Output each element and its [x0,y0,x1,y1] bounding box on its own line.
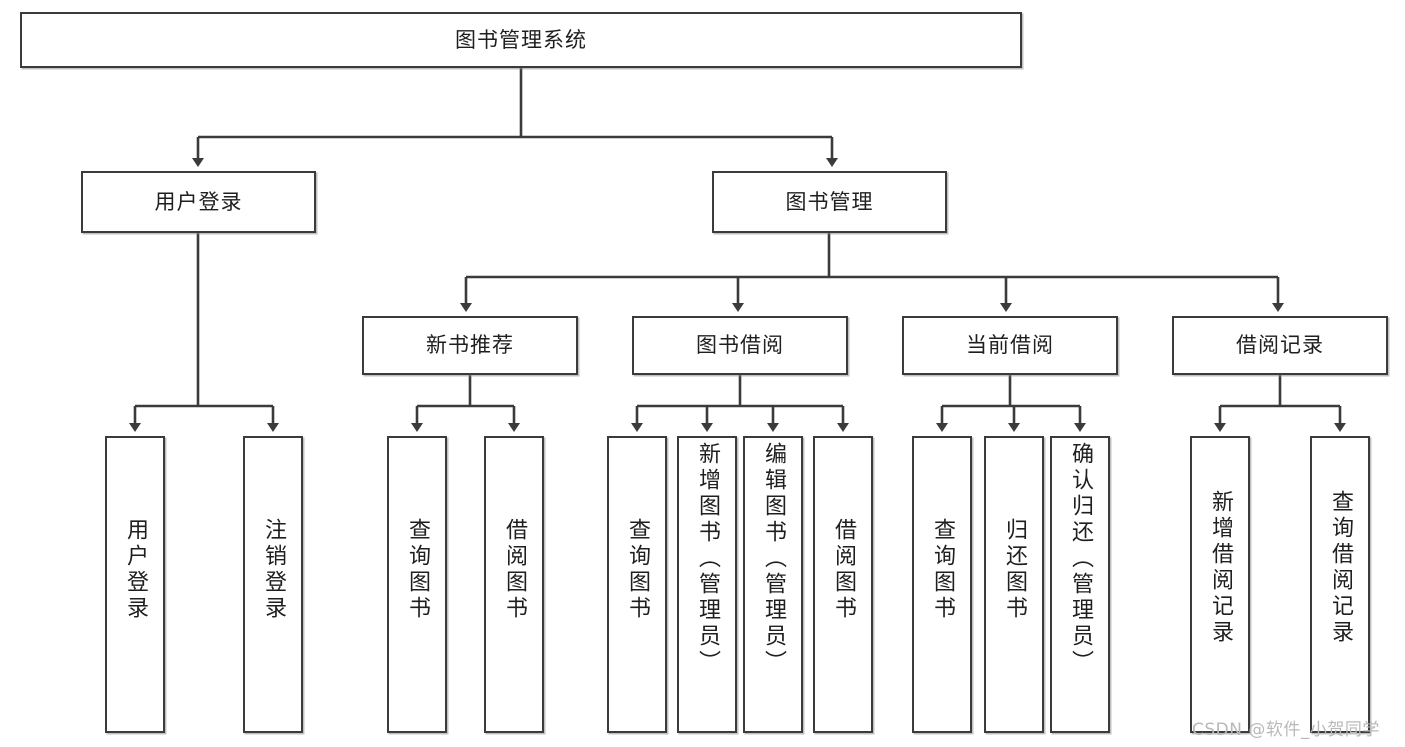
node-leaf-query-borrow-record[interactable]: 查询借阅记录 [1310,436,1370,733]
node-label: 用户登录 [123,518,148,622]
node-leaf-return-book[interactable]: 归还图书 [984,436,1044,733]
node-current-borrow[interactable]: 当前借阅 [902,316,1118,375]
node-label: 归还图书 [1002,518,1027,622]
node-label: 借阅记录 [1236,333,1324,358]
node-user-login[interactable]: 用户登录 [81,171,316,233]
node-leaf-user-login[interactable]: 用户登录 [105,436,165,733]
node-leaf-add-book-admin[interactable]: 新增图书（管理员） [677,436,737,733]
node-book-manage[interactable]: 图书管理 [712,171,947,233]
csdn-watermark: CSDN @软件_小贺同学 [1192,720,1380,740]
node-new-book-recommend[interactable]: 新书推荐 [362,316,578,375]
node-label: 用户登录 [154,189,243,214]
node-label: 查询图书 [405,518,430,622]
node-book-borrow[interactable]: 图书借阅 [632,316,848,375]
node-leaf-borrow-book-1[interactable]: 借阅图书 [484,436,544,733]
node-leaf-edit-book-admin[interactable]: 编辑图书（管理员） [743,436,803,733]
node-leaf-borrow-book-2[interactable]: 借阅图书 [813,436,873,733]
node-leaf-add-borrow-record[interactable]: 新增借阅记录 [1190,436,1250,733]
node-label: 查询图书 [625,518,650,622]
node-label: 新增借阅记录 [1208,490,1233,646]
node-label: 借阅图书 [831,518,856,622]
node-leaf-confirm-return[interactable]: 确认归还（管理员） [1050,436,1110,733]
node-label: 图书管理系统 [455,27,587,52]
node-label: 查询图书 [930,518,955,622]
node-label: 图书借阅 [696,333,784,358]
node-root[interactable]: 图书管理系统 [20,12,1022,68]
node-label: 图书管理 [785,189,874,214]
node-label: 查询借阅记录 [1328,490,1353,646]
node-label: 新书推荐 [426,333,514,358]
node-label: 当前借阅 [966,333,1054,358]
node-label: 借阅图书 [502,518,527,622]
node-leaf-logout-login[interactable]: 注销登录 [243,436,303,733]
node-leaf-query-book-1[interactable]: 查询图书 [387,436,447,733]
node-leaf-query-book-2[interactable]: 查询图书 [607,436,667,733]
node-label: 新增图书（管理员） [695,442,720,676]
node-borrow-record[interactable]: 借阅记录 [1172,316,1388,375]
node-label: 编辑图书（管理员） [761,442,786,676]
node-leaf-query-book-3[interactable]: 查询图书 [912,436,972,733]
node-label: 确认归还（管理员） [1068,442,1093,676]
node-label: 注销登录 [261,518,286,622]
